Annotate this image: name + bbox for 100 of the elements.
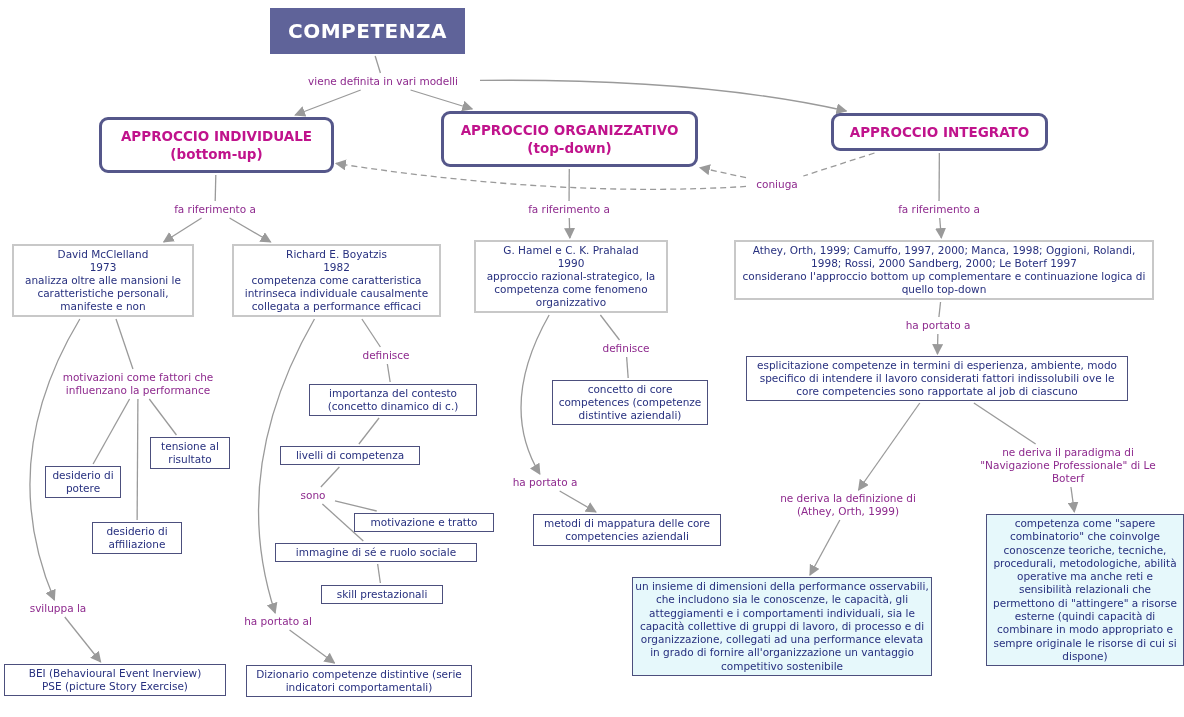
connector-line bbox=[568, 168, 570, 202]
concept-label: livelli di competenza bbox=[294, 449, 406, 462]
author-text: approccio razional-strategico, la competenza come fenomeno organizzativo bbox=[485, 270, 657, 309]
arrow bbox=[29, 318, 81, 602]
connector-line bbox=[148, 398, 178, 436]
connector-line bbox=[938, 301, 942, 318]
author-text: Richard E. Boyatzis bbox=[285, 248, 388, 261]
linking-phrase: definisce bbox=[355, 349, 417, 362]
arrow bbox=[294, 89, 362, 117]
concept-label: motivazione e tratto bbox=[369, 516, 479, 529]
concept-label: importanza del contesto (concetto dinamico di c.) bbox=[326, 387, 460, 413]
concept-label: desiderio di affiliazione bbox=[105, 525, 169, 551]
concept-label: metodi di mappatura delle core competencies aziendali bbox=[543, 517, 711, 543]
concept-label: PSE (picture Story Exercise) bbox=[41, 680, 189, 693]
arrow bbox=[935, 217, 946, 240]
connector-line bbox=[377, 563, 381, 584]
author-text: 1990 bbox=[556, 257, 586, 270]
author-text: competenza come caratteristica intrinseca individuale causalmente collegata a performance efficaci bbox=[243, 274, 430, 313]
approach-label: APPROCCIO INDIVIDUALE (bottom-up) bbox=[119, 127, 314, 163]
approach-label: APPROCCIO ORGANIZZATIVO (top-down) bbox=[459, 121, 680, 157]
connector-line bbox=[374, 55, 382, 74]
connector-line bbox=[136, 398, 139, 521]
connector-line bbox=[599, 314, 621, 341]
author-text: analizza oltre alle mansioni le caratteristiche personali, manifeste e non bbox=[24, 274, 182, 313]
connector-line bbox=[334, 500, 378, 512]
concept-label: BEI (Behavioural Event Inerview) bbox=[27, 667, 203, 680]
concept-box bbox=[45, 466, 121, 498]
approach-box bbox=[99, 117, 334, 173]
concept-box bbox=[309, 384, 477, 416]
approach-box bbox=[441, 111, 698, 167]
connector-line bbox=[321, 503, 364, 542]
linking-phrase: viene definita in vari modelli bbox=[288, 75, 478, 88]
arrow bbox=[409, 89, 474, 112]
concept-box bbox=[354, 513, 494, 532]
linking-phrase: motivazioni come fattori che influenzano la performance bbox=[60, 371, 216, 397]
concept-label: esplicitazione competenze in termini di esperienza, ambiente, modo specifico di intendere il lavoro considerati fattori indissolubili ove le core competencies sono rapportate al job di ciascuno bbox=[755, 359, 1118, 398]
author-text: David McClelland bbox=[56, 248, 150, 261]
linking-phrase: definisce bbox=[595, 342, 657, 355]
arrow bbox=[564, 217, 576, 240]
author-text: 1973 bbox=[88, 261, 118, 274]
linking-phrase: sviluppa la bbox=[18, 602, 98, 615]
author-text: 1982 bbox=[322, 261, 351, 274]
definition-text: competenza come "sapere combinatorio" che coinvolge conoscenze teoriche, tecniche, procedurali, metodologiche, abilità operative ma anche reti e sensibilità relazionali che permettono di "attingere" a risorse esterne (quindi capacità di combinare in modo appropriato e sempre originale le risorse di cui si dispone) bbox=[992, 517, 1178, 664]
concept-label: desiderio di potere bbox=[51, 469, 115, 495]
approach-box bbox=[831, 113, 1048, 151]
concept-box bbox=[533, 514, 721, 546]
connector-line bbox=[320, 466, 340, 488]
connector-line bbox=[386, 363, 391, 383]
linking-phrase: ne deriva il paradigma di "Navigazione Professionale" di Le Boterf bbox=[976, 446, 1160, 485]
concept-box bbox=[321, 585, 443, 604]
arrow bbox=[257, 318, 316, 615]
linking-phrase: fa riferimento a bbox=[883, 203, 995, 216]
concept-label: skill prestazionali bbox=[335, 588, 429, 601]
concept-box bbox=[746, 356, 1128, 401]
linking-phrase: ha portato a bbox=[891, 319, 985, 332]
arrow bbox=[162, 217, 203, 243]
concept-label: tensione al risultato bbox=[160, 440, 220, 466]
connector-line bbox=[973, 402, 1037, 445]
concept-box bbox=[150, 437, 230, 469]
topic-label: COMPETENZA bbox=[287, 19, 448, 43]
concept-box bbox=[92, 522, 182, 554]
concept-box bbox=[280, 446, 420, 465]
connector-line bbox=[358, 417, 380, 445]
concept-box bbox=[246, 665, 472, 697]
author-text: G. Hamel e C. K. Prahalad bbox=[502, 244, 640, 257]
arrow bbox=[288, 629, 336, 664]
connector-line bbox=[361, 318, 382, 348]
linking-phrase: fa riferimento a bbox=[158, 203, 272, 216]
arrow bbox=[857, 402, 921, 491]
connector-line bbox=[938, 152, 940, 202]
approach-label: APPROCCIO INTEGRATO bbox=[848, 123, 1031, 141]
concept-label: Dizionario competenze distintive (serie indicatori comportamentali) bbox=[255, 668, 463, 694]
concept-label: immagine di sé e ruolo sociale bbox=[294, 546, 458, 559]
arrow bbox=[228, 217, 272, 243]
arrow bbox=[559, 490, 597, 513]
connector-line bbox=[214, 174, 217, 202]
arrow bbox=[64, 616, 102, 663]
author-box bbox=[734, 240, 1154, 300]
linking-phrase: coniuga bbox=[748, 178, 806, 191]
arrow bbox=[520, 314, 550, 475]
arrow bbox=[479, 79, 848, 115]
connector-line bbox=[92, 398, 131, 465]
definition-text: un insieme di dimensioni della performance osservabili, che includono sia le conoscenze, le capacità, gli atteggiamenti e i comportamenti individuali, sia le capacità collettive di gruppi di lavoro, di processo e di organizzazione, collegati ad una performance elevata in grado di fornire all'organizzazione un vantaggio competitivo sostenibile bbox=[635, 580, 929, 674]
linking-phrase: ha portato al bbox=[232, 615, 324, 628]
concept-box bbox=[4, 664, 226, 696]
author-text: considerano l'approccio bottom up complementare e continuazione logica di quello top-down bbox=[741, 270, 1147, 296]
author-box bbox=[474, 240, 668, 313]
author-box bbox=[232, 244, 441, 317]
linking-phrase: ha portato a bbox=[500, 476, 590, 489]
linking-phrase: sono bbox=[293, 489, 333, 502]
arrow bbox=[809, 519, 841, 576]
linking-phrase: fa riferimento a bbox=[513, 203, 625, 216]
arrow bbox=[1067, 486, 1079, 514]
linking-phrase: ne deriva la definizione di (Athey, Orth, 1999) bbox=[763, 492, 933, 518]
author-box bbox=[12, 244, 194, 317]
connector-line bbox=[626, 356, 629, 379]
topic-box bbox=[270, 8, 465, 54]
connector-line bbox=[802, 152, 876, 177]
arrow bbox=[334, 159, 747, 190]
arrow bbox=[698, 164, 747, 179]
